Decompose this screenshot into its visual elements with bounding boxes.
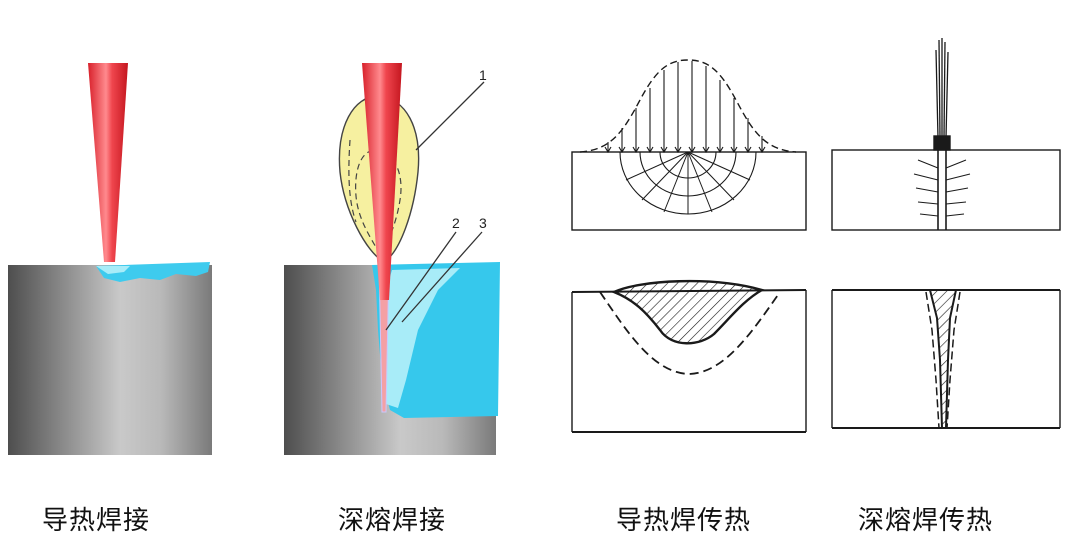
laser-beam bbox=[88, 63, 128, 262]
heat-affected-zone-left-dashed bbox=[925, 291, 940, 429]
conduction-weld-cross-section bbox=[571, 279, 807, 433]
leader-line-1 bbox=[415, 81, 485, 151]
heat-affected-zone-right-dashed bbox=[946, 291, 961, 429]
radial-heat-flow-lines bbox=[620, 151, 756, 214]
weld-bead-hatched bbox=[610, 279, 766, 345]
caption-deep-penetration-heat-transfer: 深熔焊传热 bbox=[858, 506, 994, 536]
melt-pool-highlight bbox=[96, 266, 130, 274]
caption-conduction-heat-transfer: 导热焊传热 bbox=[616, 506, 752, 536]
narrow-weld-bead-hatched bbox=[928, 289, 958, 429]
leader-line-3 bbox=[401, 231, 483, 323]
beam-focus-block bbox=[933, 135, 951, 151]
lateral-heat-flow-arrows bbox=[913, 159, 971, 217]
conduction-welding-illustration bbox=[8, 63, 212, 455]
workpiece-block bbox=[8, 265, 212, 455]
workpiece-section bbox=[571, 151, 807, 231]
deep-penetration-weld-cross-section bbox=[831, 289, 1061, 429]
caption-deep-penetration-welding: 深熔焊接 bbox=[338, 506, 447, 536]
callout-3: 3 bbox=[479, 215, 487, 231]
callout-1: 1 bbox=[479, 67, 487, 83]
gaussian-heat-flux-curve bbox=[579, 59, 797, 153]
heat-affected-zone-dashed bbox=[599, 291, 781, 375]
leader-line-2 bbox=[385, 231, 457, 331]
laser-beam bbox=[362, 63, 402, 300]
caption-conduction-welding: 导热焊接 bbox=[42, 506, 151, 536]
focused-beam-lines bbox=[935, 38, 949, 139]
callout-2: 2 bbox=[452, 215, 460, 231]
conduction-heat-transfer-diagram bbox=[571, 59, 807, 231]
deep-penetration-welding-illustration: 1 2 3 bbox=[284, 63, 500, 455]
heat-flux-arrows bbox=[604, 61, 766, 154]
deep-penetration-heat-transfer-diagram bbox=[831, 38, 1061, 231]
plume-outer-dashed bbox=[348, 139, 357, 223]
melt-pool-inner-region bbox=[384, 268, 460, 408]
